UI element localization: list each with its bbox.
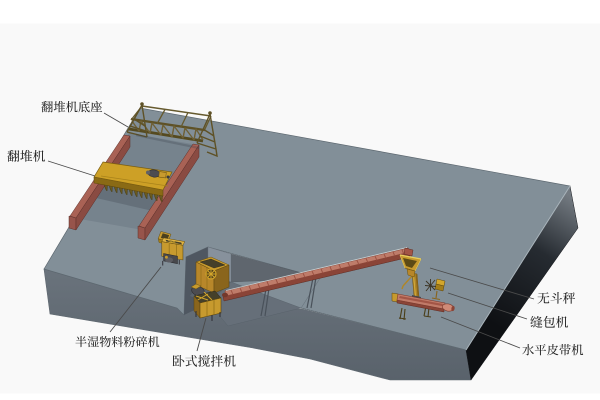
line-shape-14 bbox=[284, 276, 288, 282]
polygon-shape-9 bbox=[160, 233, 170, 240]
path-shape-20 bbox=[399, 254, 422, 272]
line-shape-23 bbox=[365, 257, 369, 263]
compost-turner-machine bbox=[93, 161, 173, 203]
line-shape-22 bbox=[356, 259, 360, 265]
group-1 bbox=[126, 104, 218, 158]
ellipse-shape-6 bbox=[451, 305, 455, 312]
horizontal-mixer-machine bbox=[190, 256, 230, 321]
circle-shape-1 bbox=[140, 102, 144, 106]
polygon-shape-5 bbox=[137, 225, 146, 241]
path-shape-19 bbox=[399, 254, 422, 260]
leader-semi-wet-crusher bbox=[109, 266, 162, 333]
channel-wall-right bbox=[137, 143, 200, 241]
leader-hopperless-scale bbox=[429, 267, 535, 300]
line-shape-17 bbox=[311, 270, 315, 276]
line-shape-21 bbox=[347, 261, 351, 267]
polygon-shape-30 bbox=[406, 268, 416, 278]
line-shape-20 bbox=[338, 263, 342, 269]
circle-shape-2 bbox=[208, 111, 212, 115]
line-shape-26 bbox=[392, 251, 396, 257]
line-shape-12 bbox=[266, 280, 270, 286]
group-2 bbox=[230, 249, 405, 295]
rect-shape-1 bbox=[158, 171, 167, 179]
line-shape-25 bbox=[383, 253, 387, 259]
leader-bag-sewing-machine bbox=[447, 292, 528, 320]
path-shape-6 bbox=[130, 105, 212, 132]
inclined-belt-conveyor bbox=[222, 247, 414, 317]
polygon-shape-6 bbox=[144, 144, 200, 241]
line-shape-11 bbox=[257, 283, 261, 289]
path-shape-23 bbox=[398, 305, 432, 321]
leader-compost-turner-base bbox=[103, 112, 129, 128]
turner-motor bbox=[146, 169, 170, 179]
leader-compost-turner bbox=[47, 160, 96, 177]
line-shape-18 bbox=[320, 268, 324, 274]
line-shape-29 bbox=[413, 274, 416, 297]
polygon-shape-32 bbox=[434, 283, 445, 292]
ellipse-shape-2 bbox=[165, 257, 174, 263]
line-shape-19 bbox=[329, 266, 333, 272]
sewing-handwheel bbox=[424, 279, 437, 292]
polygon-shape-2 bbox=[68, 215, 77, 231]
turner-base-truss bbox=[126, 102, 218, 158]
line-shape-24 bbox=[374, 255, 378, 261]
horizontal-belt-machine bbox=[391, 292, 455, 321]
path-shape-16 bbox=[195, 311, 221, 321]
line-shape-28 bbox=[225, 247, 408, 291]
line-shape-16 bbox=[302, 272, 306, 278]
line-shape-15 bbox=[293, 274, 297, 280]
line-shape-27 bbox=[401, 249, 405, 255]
turner-plate bbox=[93, 161, 173, 191]
line-shape-10 bbox=[248, 285, 252, 291]
polygon-shape-36 bbox=[399, 296, 443, 306]
path-shape-14 bbox=[190, 283, 202, 290]
path-shape-22 bbox=[431, 290, 441, 301]
path-shape-15 bbox=[195, 291, 213, 302]
path-shape-12 bbox=[162, 259, 180, 266]
polygon-shape-24 bbox=[403, 247, 414, 257]
circle-shape-4 bbox=[166, 175, 170, 179]
path-shape-13 bbox=[206, 269, 216, 279]
path-shape-1 bbox=[130, 117, 205, 132]
path-shape-4 bbox=[138, 120, 197, 141]
polygon-shape-16 bbox=[199, 258, 226, 269]
semi-wet-material-crusher bbox=[157, 231, 186, 266]
leader-horizontal-belt-conveyor bbox=[440, 316, 521, 349]
path-shape-9 bbox=[135, 133, 200, 150]
path-shape-2 bbox=[128, 127, 204, 143]
circle-shape-3 bbox=[146, 170, 150, 175]
polygon-shape-26 bbox=[415, 273, 419, 297]
path-shape-17 bbox=[260, 276, 317, 317]
line-shape-1 bbox=[100, 175, 169, 187]
polygon-shape-18 bbox=[213, 264, 230, 294]
line-shape-13 bbox=[275, 278, 279, 284]
path-shape-7 bbox=[126, 104, 148, 138]
bag-sewing-machine-part bbox=[424, 278, 446, 301]
ellipse-shape-4 bbox=[222, 292, 228, 298]
path-shape-18 bbox=[401, 275, 413, 290]
line-shape-8 bbox=[230, 289, 234, 295]
leader-lines bbox=[47, 112, 535, 352]
circle-shape-5 bbox=[164, 255, 168, 259]
path-shape-3 bbox=[131, 120, 204, 141]
polygon-shape-21 bbox=[199, 297, 222, 319]
line-shape-9 bbox=[239, 287, 243, 293]
leader-horizontal-mixer bbox=[196, 317, 207, 352]
path-shape-5 bbox=[141, 105, 212, 117]
edge-highlight bbox=[465, 185, 571, 351]
path-shape-8 bbox=[196, 113, 218, 158]
circle-shape-7 bbox=[429, 284, 432, 287]
polygon-shape-29 bbox=[403, 258, 417, 268]
